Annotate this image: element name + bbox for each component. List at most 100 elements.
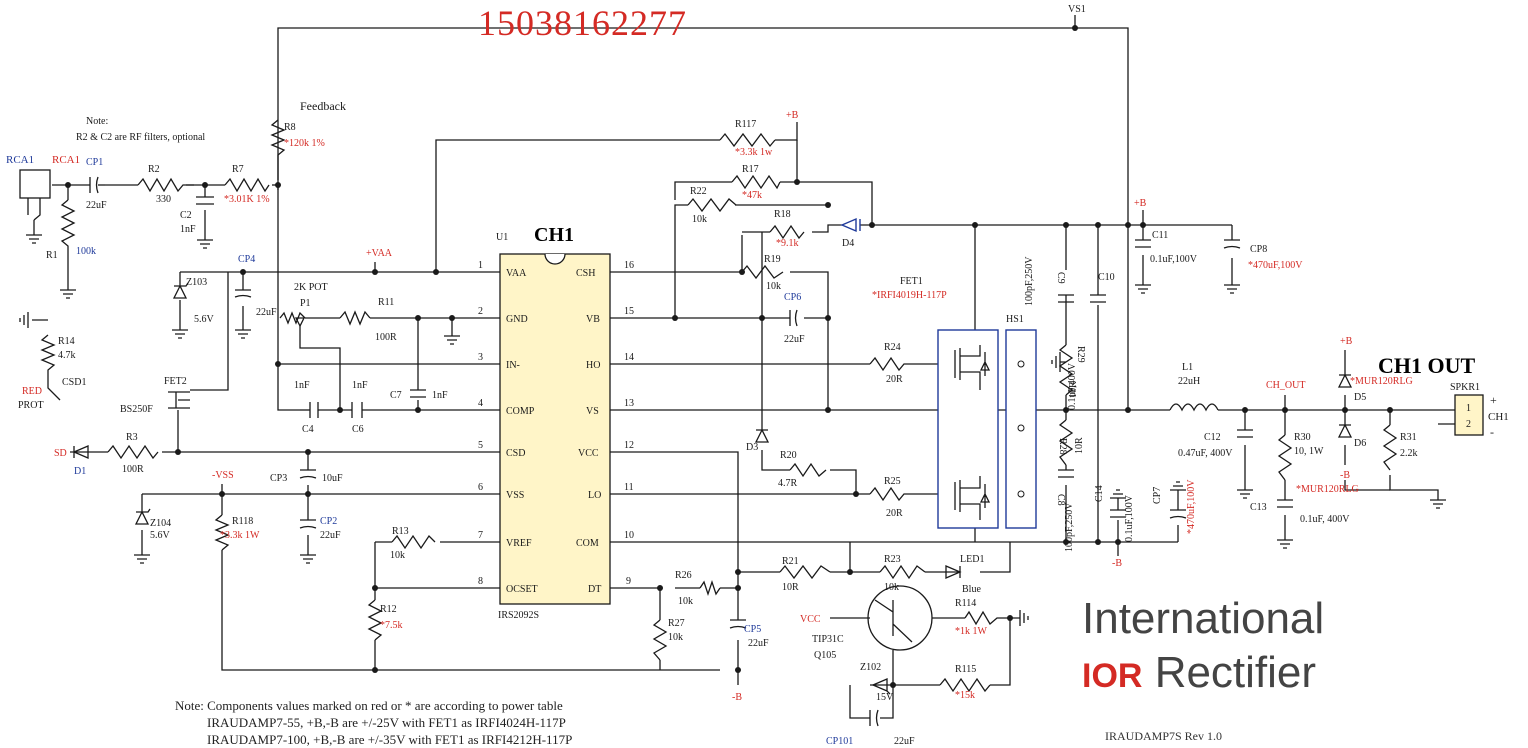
r7-value: *3.01K 1% [224,194,270,205]
r1-value: 100k [76,246,96,257]
pin-name-16: CSH [576,268,595,279]
r114-label: R114 [955,598,976,609]
net-vcc: VCC [800,614,821,625]
c8-label: C8 [1055,494,1066,506]
cp2-value: 22uF [320,530,341,541]
net-ch-out: CH_OUT [1266,380,1305,391]
cp4-label: CP4 [238,254,255,265]
pin-num-15: 15 [624,306,634,317]
note-top-line1: Note: [86,116,108,127]
cp3-value: 10uF [322,473,343,484]
r13-value: 10k [390,550,405,561]
fet1-label: FET1 [900,276,923,287]
cp1-value: 22uF [86,200,107,211]
pin-num-2: 2 [478,306,483,317]
ic-part: IRS2092S [498,610,539,621]
labels: Note: R2 & C2 are RF filters, optional F… [6,4,1509,747]
r17-label: R17 [742,164,759,175]
pin-num-12: 12 [624,440,634,451]
cp5-label: CP5 [744,624,761,635]
c12-value: 0.47uF, 400V [1178,448,1233,459]
r30-label: R30 [1294,432,1311,443]
q105-part: TIP31C [812,634,844,645]
d3-label: D3 [746,442,758,453]
cp8-label: CP8 [1250,244,1267,255]
cp101-value: 22uF [894,736,915,747]
c10-label: C10 [1098,272,1115,283]
resistors [40,119,1398,693]
r23-label: R23 [884,554,901,565]
cp2-label: CP2 [320,516,337,527]
net-plus-b-top: +B [786,110,799,121]
pin-name-15: VB [586,314,600,325]
channel-title: CH1 [534,224,574,246]
capacitors [89,176,1293,727]
pin-name-4: COMP [506,406,535,417]
r11-value: 100R [375,332,397,343]
c14-label: C14 [1094,485,1105,502]
r31-value: 2.2k [1400,448,1418,459]
pin-name-1: VAA [506,268,527,279]
pin-num-11: 11 [624,482,634,493]
r115-value: *15k [955,690,975,701]
phone-number-watermark: 15038162277 [478,3,687,43]
r117-value: *3.3k 1w [735,147,773,158]
z104-value: 5.6V [150,530,171,541]
red-prot-line1: RED [22,386,42,397]
feedback-label: Feedback [300,99,346,113]
r19-label: R19 [764,254,781,265]
r3-label: R3 [126,432,138,443]
l1-value: 22uH [1178,376,1200,387]
r8-value: *120k 1% [284,138,325,149]
pin-num-1: 1 [478,260,483,271]
csd1-label: CSD1 [62,377,86,388]
r114-value: *1k 1W [955,626,988,637]
pin-name-9: DT [588,584,601,595]
spkr1-label: SPKR1 [1450,382,1480,393]
c7-value: 1nF [432,390,448,401]
r115-label: R115 [955,664,976,675]
r24-value: 20R [886,374,903,385]
net-sd: SD [54,448,67,459]
l1-label: L1 [1182,362,1193,373]
net-vs1: VS1 [1068,4,1086,15]
r23-value: 10k [884,582,899,593]
c11-label: C11 [1152,230,1168,241]
net-plus-b-c11: +B [1134,198,1147,209]
net-vaa: +VAA [366,248,393,259]
pin-name-5: CSD [506,448,525,459]
rca-connector-label: RCA1 [6,154,34,166]
z103-value: 5.6V [194,314,215,325]
z102-label: Z102 [860,662,881,673]
cp8-value: *470uF,100V [1248,260,1303,271]
pin-name-3: IN- [506,360,520,371]
rca-net-label: RCA1 [52,154,80,166]
c2-label: C2 [180,210,192,221]
r2-value: 330 [156,194,171,205]
hs1-label: HS1 [1006,314,1024,325]
pin-num-16: 16 [624,260,634,271]
r11-label: R11 [378,297,394,308]
c8-value: 100pF,250V [1064,502,1075,552]
r19-value: 10k [766,281,781,292]
r25-value: 20R [886,508,903,519]
z102-value: 15V [876,692,894,703]
r2-label: R2 [148,164,160,175]
r18-value: *9.1k [776,238,799,249]
c2-value: 1nF [180,224,196,235]
c13-value: 0.1uF, 400V [1300,514,1350,525]
fet2-label: FET2 [164,376,187,387]
cp1-label: CP1 [86,157,103,168]
r26-value: 10k [678,596,693,607]
r29-value: 10R [1068,381,1079,398]
led1-value: Blue [962,584,981,595]
r22-label: R22 [690,186,707,197]
red-prot-line2: PROT [18,400,44,411]
pot-title: 2K POT [294,282,328,293]
r13-label: R13 [392,526,409,537]
c9-value: 100pF,250V [1024,256,1035,306]
r21-value: 10R [782,582,799,593]
diodes [72,217,1353,695]
pin-num-3: 3 [478,352,483,363]
ic-ref: U1 [496,232,508,243]
